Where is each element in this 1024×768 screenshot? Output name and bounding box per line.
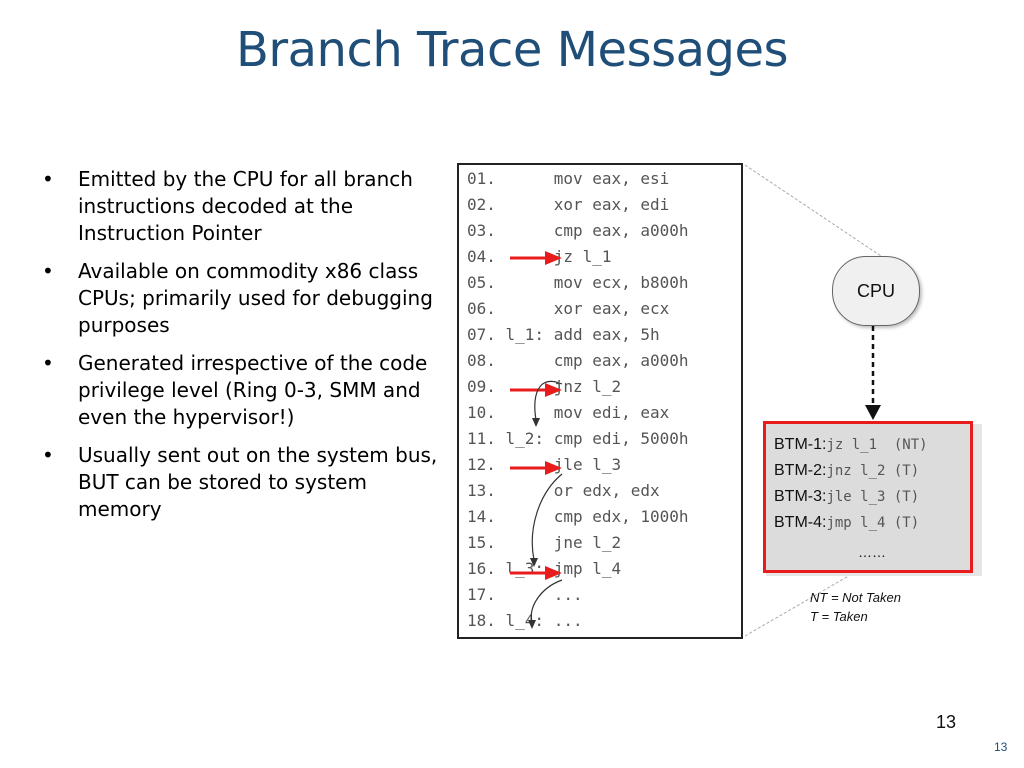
- btm-label: BTM-4:: [774, 514, 827, 531]
- btm-entry: BTM-1: jz l_1 (NT): [774, 436, 928, 454]
- bullet-item: • Emitted by the CPU for all branch instr…: [40, 166, 452, 247]
- code-listing: 01. mov eax, esi 02. xor eax, edi 03. cm…: [457, 163, 743, 639]
- bullet-item: • Available on commodity x86 class CPUs; …: [40, 258, 452, 339]
- code-line: 18. l_4: ...: [467, 611, 583, 630]
- corner-page-number: 13: [994, 740, 1008, 754]
- bullet-list: • Emitted by the CPU for all branch instr…: [40, 166, 452, 534]
- btm-code: jz l_1 (NT): [826, 437, 928, 453]
- code-line: 09. jnz l_2: [467, 377, 622, 396]
- bullet-text: Generated irrespective of the code privi…: [78, 351, 428, 429]
- code-line: 05. mov ecx, b800h: [467, 273, 689, 292]
- code-line: 04. jz l_1: [467, 247, 612, 266]
- btm-code: jle l_3 (T): [826, 489, 920, 505]
- bullet-item: • Generated irrespective of the code priv…: [40, 350, 452, 431]
- cpu-node: CPU: [832, 256, 920, 326]
- dashed-arrow-head: [865, 405, 881, 420]
- code-line: 14. cmp edx, 1000h: [467, 507, 689, 526]
- btm-entry: BTM-4: jmp l_4 (T): [774, 514, 919, 532]
- code-line: 11. l_2: cmp edi, 5000h: [467, 429, 689, 448]
- btm-message-box: BTM-1: jz l_1 (NT) BTM-2: jnz l_2 (T) BT…: [763, 421, 973, 573]
- bullet-marker: •: [42, 167, 54, 191]
- bullet-marker: •: [42, 351, 54, 375]
- code-line: 02. xor eax, edi: [467, 195, 670, 214]
- bullet-marker: •: [42, 443, 54, 467]
- code-line: 13. or edx, edx: [467, 481, 660, 500]
- code-line: 06. xor eax, ecx: [467, 299, 670, 318]
- slide-title: Branch Trace Messages: [235, 22, 789, 78]
- btm-label: BTM-2:: [774, 462, 827, 479]
- bullet-text: Emitted by the CPU for all branch instru…: [78, 167, 413, 245]
- bullet-marker: •: [42, 259, 54, 283]
- btm-entry: BTM-2: jnz l_2 (T): [774, 462, 919, 480]
- code-line: 12. jle l_3: [467, 455, 622, 474]
- code-line: 08. cmp eax, a000h: [467, 351, 689, 370]
- legend-taken: T = Taken: [810, 609, 868, 624]
- code-line: 01. mov eax, esi: [467, 169, 670, 188]
- btm-code: jnz l_2 (T): [826, 463, 920, 479]
- btm-label: BTM-1:: [774, 436, 827, 453]
- code-line: 15. jne l_2: [467, 533, 622, 552]
- legend-not-taken: NT = Not Taken: [810, 590, 901, 605]
- lower-connector-line: [744, 573, 853, 637]
- slide-number: 13: [936, 712, 957, 732]
- btm-code: jmp l_4 (T): [826, 515, 920, 531]
- cpu-label: CPU: [856, 280, 895, 301]
- bullet-item: • Usually sent out on the system bus, BUT…: [40, 442, 452, 523]
- btm-more-indicator: ……: [858, 544, 886, 560]
- code-line: 03. cmp eax, a000h: [467, 221, 689, 240]
- upper-connector-line: [744, 164, 885, 259]
- code-line: 17. ...: [467, 585, 583, 604]
- bullet-text: Available on commodity x86 class CPUs; p…: [78, 259, 433, 337]
- code-line: 07. l_1: add eax, 5h: [467, 325, 660, 344]
- code-line: 16. l_3: jmp l_4: [467, 559, 622, 578]
- btm-label: BTM-3:: [774, 488, 827, 505]
- btm-entry: BTM-3: jle l_3 (T): [774, 488, 919, 506]
- bullet-text: Usually sent out on the system bus, BUT …: [78, 443, 438, 521]
- code-line: 10. mov edi, eax: [467, 403, 670, 422]
